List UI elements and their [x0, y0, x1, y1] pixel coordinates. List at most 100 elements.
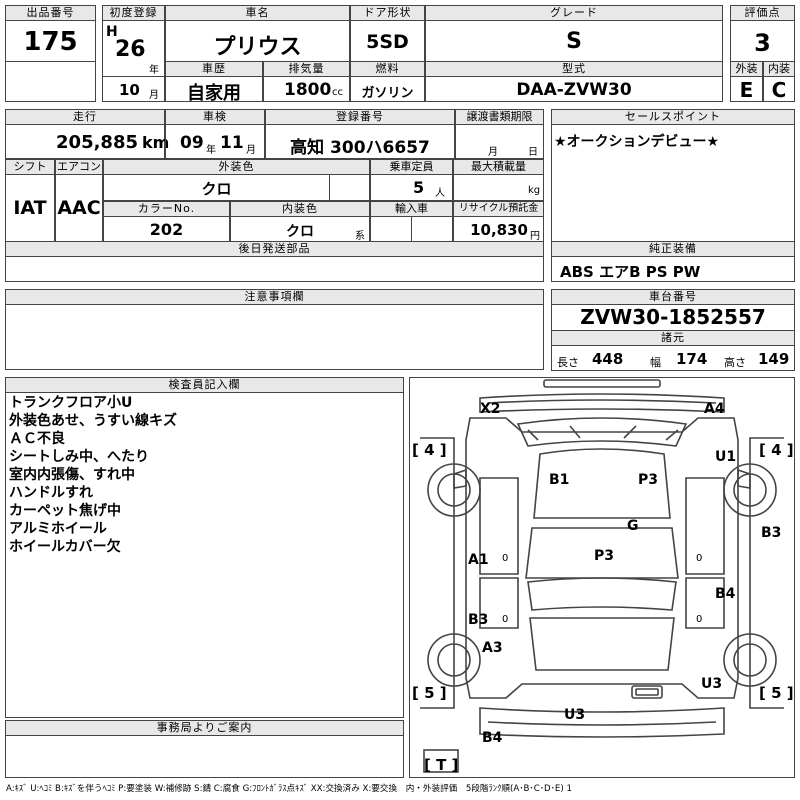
damage-b3-right: B3	[761, 525, 782, 541]
mark-zero: 0	[502, 553, 509, 564]
inspector-line: ホイールカバー欠	[9, 539, 121, 555]
plate-box: 高知 300ハ6657	[265, 124, 455, 159]
mark-zero: 0	[696, 614, 703, 625]
wheel-mark-spare: [ T ]	[424, 756, 459, 774]
aircon-header: エアコン	[55, 159, 103, 175]
damage-p3-mid: P3	[594, 548, 615, 564]
notes-header: 注意事項欄	[5, 289, 544, 305]
first-reg-year: 26	[115, 37, 146, 62]
score-header: 評価点	[730, 5, 795, 21]
damage-a3: A3	[482, 640, 503, 656]
inspector-line: ハンドルすれ	[9, 485, 93, 501]
interior-grade-value: C	[771, 78, 787, 102]
damage-b4-bottom: B4	[482, 730, 503, 746]
model-value: DAA-ZVW30	[516, 80, 632, 100]
sales-point-header: セールスポイント	[551, 109, 795, 125]
plate-header: 登録番号	[265, 109, 455, 125]
displacement-box: 1800 cc	[263, 76, 350, 102]
recycle-box: 10,830 円	[453, 216, 544, 242]
displacement-unit: cc	[332, 87, 343, 98]
sales-point-value: ★オークションデビュー★	[554, 134, 720, 150]
first-reg-month: 10	[119, 81, 140, 99]
specs-height-label: 高さ	[724, 356, 746, 369]
inspection-month-unit: 月	[246, 145, 256, 156]
specs-length: 448	[592, 350, 624, 368]
aircon-box: AAC	[55, 174, 103, 242]
damage-g: G	[627, 518, 639, 534]
color-no-value: 202	[149, 220, 184, 239]
damage-diagram: [ 4 ] [ 4 ] [ 5 ] [ 5 ] [ T ] X2 A4 U1 B…	[409, 377, 795, 778]
lot-no-blank	[5, 61, 96, 102]
import-box-left	[370, 216, 412, 242]
equipment-value: ABS エアB PS PW	[560, 263, 701, 281]
mark-zero: 0	[502, 614, 509, 625]
grade-value: S	[566, 29, 582, 54]
sales-point-box: ★オークションデビュー★	[551, 124, 795, 242]
damage-legend: A:ｷｽﾞ U:ﾍｺﾐ B:ｷｽﾞを伴うﾍｺﾐ P:要塗装 W:補修跡 S:錆 …	[6, 784, 572, 794]
model-header: 型式	[425, 61, 723, 77]
car-name-header: 車名	[165, 5, 350, 21]
history-box: 自家用	[165, 76, 263, 104]
wheel-mark-front-left: [ 4 ]	[412, 441, 447, 459]
inspector-line: 外装色あせ、うすい線キズ	[9, 413, 177, 429]
capacity-box: 5 人	[370, 174, 453, 201]
import-box-right	[411, 216, 453, 242]
import-header: 輸入車	[370, 201, 453, 217]
damage-p3-top: P3	[638, 472, 659, 488]
first-reg-month-unit: 月	[149, 90, 159, 101]
interior-grade-header: 内装	[763, 61, 795, 77]
damage-u1: U1	[715, 449, 737, 465]
specs-width-label: 幅	[650, 356, 661, 369]
inspection-box: 09 年 11 月	[165, 124, 265, 159]
inspector-line: ＡＣ不良	[9, 431, 65, 447]
lot-no-header: 出品番号	[5, 5, 96, 21]
exterior-grade-box: E	[730, 76, 763, 102]
mileage-value: 205,885	[56, 132, 138, 153]
recycle-value: 10,830	[470, 221, 528, 239]
grade-header: グレード	[425, 5, 723, 21]
damage-b4-right: B4	[715, 586, 736, 602]
mileage-unit: km	[142, 133, 170, 152]
ext-color-value: クロ	[201, 180, 232, 198]
int-color-value: クロ	[286, 224, 314, 240]
fuel-header: 燃料	[350, 61, 425, 77]
specs-height: 149	[758, 350, 790, 368]
history-header: 車歴	[165, 61, 263, 77]
max-load-header: 最大積載量	[453, 159, 544, 175]
int-color-header: 内装色	[230, 201, 370, 217]
inspector-line: 室内内張傷、すれ中	[9, 467, 135, 483]
inspection-header: 車検	[165, 109, 265, 125]
damage-a4: A4	[704, 401, 725, 417]
first-reg-era: H	[106, 24, 118, 40]
notes-box	[5, 304, 544, 370]
ext-color-header: 外装色	[103, 159, 370, 175]
inspector-line: シートしみ中、へたり	[9, 449, 149, 465]
ext-color-box: クロ	[103, 174, 330, 201]
model-box: DAA-ZVW30	[425, 76, 723, 102]
wheel-mark-rear-right: [ 5 ]	[759, 684, 794, 702]
transfer-deadline-month-unit: 月	[488, 147, 498, 158]
recycle-header: リサイクル預託金	[453, 201, 544, 217]
inspector-line: トランクフロア小U	[9, 395, 133, 411]
fuel-value: ガソリン	[361, 86, 414, 101]
first-reg-month-box: 10 月	[102, 76, 165, 102]
aircon-value: AAC	[57, 197, 101, 219]
lot-no-value: 175	[23, 27, 78, 57]
lot-no-box: 175	[5, 20, 96, 62]
office-header: 事務局よりご案内	[5, 720, 404, 736]
exterior-grade-value: E	[739, 78, 754, 102]
chassis-value: ZVW30-1852557	[580, 305, 766, 329]
transfer-deadline-box: 月 日	[455, 124, 544, 159]
car-outline	[420, 379, 784, 773]
inspector-line: アルミホイール	[9, 521, 107, 537]
chassis-box: ZVW30-1852557	[551, 304, 795, 331]
car-name-box: プリウス	[165, 20, 350, 62]
damage-b3-left: B3	[468, 612, 489, 628]
mileage-header: 走行	[5, 109, 165, 125]
ext-color-extra	[329, 174, 370, 201]
specs-box: 長さ 448 幅 174 高さ 149	[551, 345, 795, 371]
shift-header: シフト	[5, 159, 55, 175]
inspector-line: カーペット焦げ中	[9, 503, 121, 519]
exterior-grade-header: 外装	[730, 61, 763, 77]
fuel-box: ガソリン	[350, 76, 425, 102]
